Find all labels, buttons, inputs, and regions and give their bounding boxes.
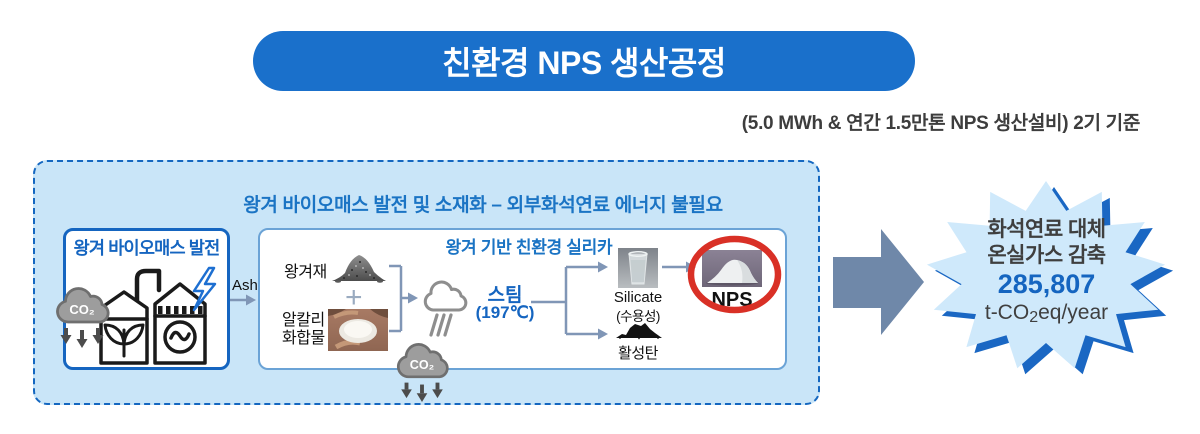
- power-plant-title: 왕겨 바이오매스 발전: [73, 238, 221, 258]
- burst-unit: t-CO2eq/year: [984, 301, 1109, 326]
- activated-carbon-photo: [616, 323, 662, 340]
- silica-box-title: 왕겨 기반 친환경 실리카: [445, 238, 613, 257]
- process-panel-header: 왕겨 바이오매스 발전 및 소재화 – 외부화석연료 에너지 불필요: [243, 195, 723, 216]
- silicate-label: Silicate: [613, 289, 663, 306]
- ash-flow-label: Ash: [232, 277, 258, 294]
- page-title: 친환경 NPS 생산공정: [442, 45, 726, 81]
- alkali-photo: [328, 309, 388, 351]
- steam-temp-label: (197℃): [475, 303, 535, 322]
- activated-carbon-label: 활성탄: [618, 345, 658, 362]
- plant-vent-teeth: [158, 306, 203, 314]
- burst-value: 285,807: [997, 269, 1096, 299]
- burst-line2: 온실가스 감축: [987, 244, 1106, 267]
- steam-label: 스팀: [487, 285, 523, 306]
- burst-line1: 화석연료 대체: [987, 218, 1106, 241]
- silicate-photo: [618, 248, 658, 288]
- co2-down-arrows: [404, 382, 440, 394]
- alkali-label: 알칼리 화합물: [282, 312, 325, 347]
- nps-highlight-circle: [687, 235, 782, 314]
- subtitle: (5.0 MWh & 연간 1.5만톤 NPS 생산설비) 2기 기준: [741, 113, 1141, 134]
- co2-cloud-icon: CO₂: [56, 287, 110, 348]
- co2-label: CO₂: [410, 358, 434, 372]
- nps-photo: [702, 250, 762, 287]
- rice-husk-ash-label: 왕겨재: [284, 264, 327, 281]
- result-burst: [926, 181, 1174, 375]
- co2-label: CO₂: [69, 302, 95, 317]
- co2-emission-cloud: CO₂: [397, 343, 449, 402]
- result-burst-text: 화석연료 대체 온실가스 감축 285,807 t-CO2eq/year: [924, 179, 1169, 371]
- plus-sign: +: [345, 281, 363, 314]
- co2-down-arrows: [64, 328, 100, 339]
- result-arrow: [833, 229, 924, 335]
- biomass-plant-icon: [99, 266, 217, 365]
- title-banner: 친환경 NPS 생산공정: [253, 31, 915, 91]
- steam-icon: [423, 280, 468, 337]
- rice-husk-ash-photo: [332, 255, 386, 283]
- lightning-icon: [192, 266, 217, 312]
- silicate-sub-label: (수용성): [616, 309, 660, 324]
